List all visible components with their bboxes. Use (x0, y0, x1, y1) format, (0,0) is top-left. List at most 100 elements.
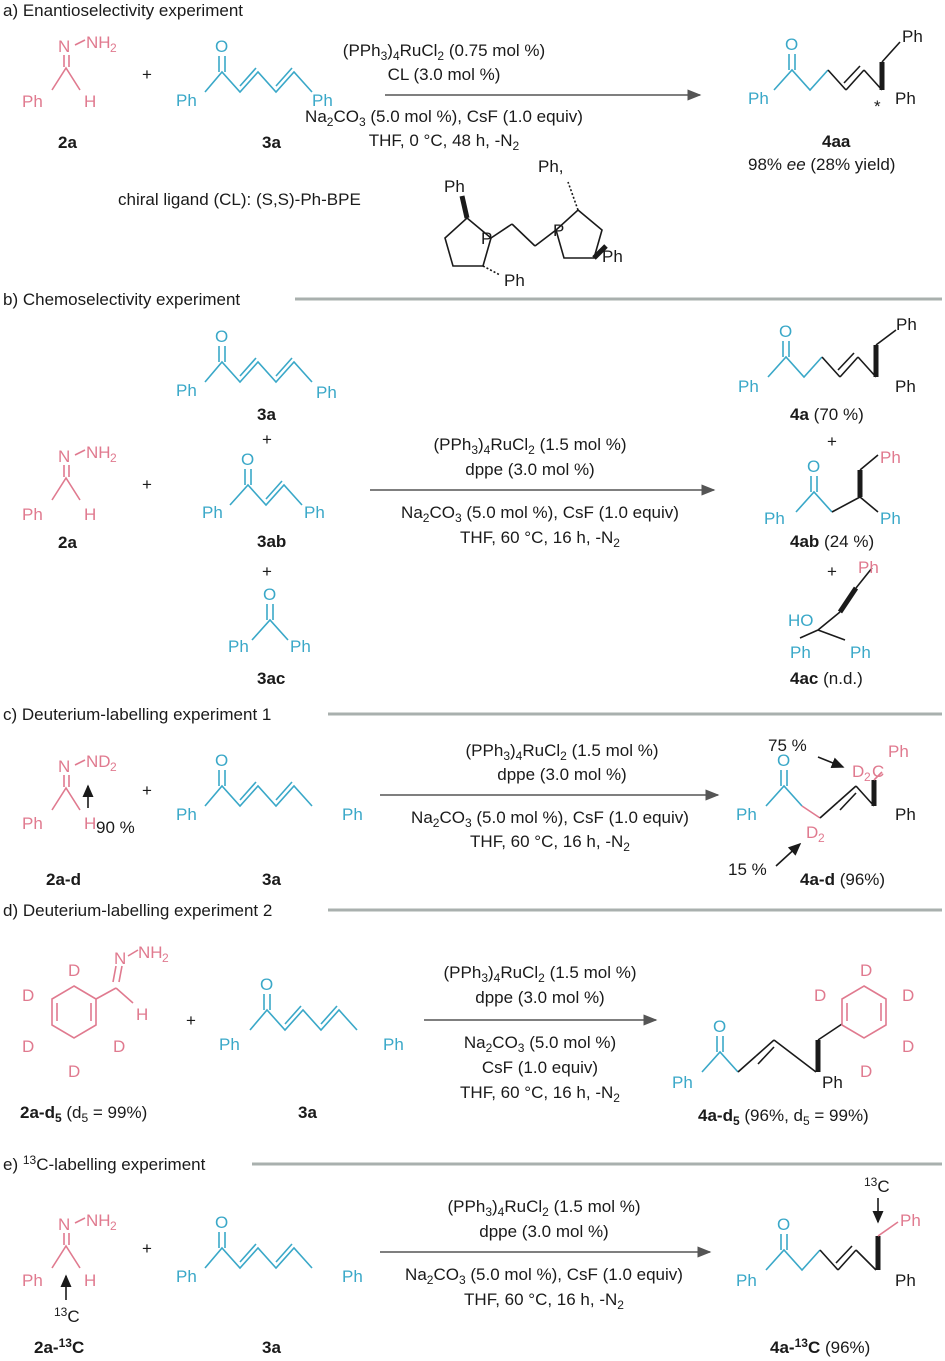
svg-text:D: D (814, 986, 826, 1005)
svg-text:N: N (114, 949, 126, 968)
product-4ab-structure: O Ph Ph Ph (764, 448, 901, 528)
label-4a-b: 4a (790, 405, 809, 424)
svg-text:+: + (142, 65, 152, 84)
svg-text:Ph: Ph (822, 1073, 843, 1092)
svg-text:O: O (263, 585, 276, 604)
svg-text:O: O (215, 327, 228, 346)
svg-text:O: O (779, 322, 792, 341)
svg-text:Ph: Ph (895, 1271, 916, 1290)
svg-text:+: + (142, 1239, 152, 1258)
dienone-3a-c-structure: O Ph Ph (176, 751, 363, 824)
cond-a-2: CL (3.0 mol %) (388, 65, 501, 84)
dienone-3a-b-structure: O Ph Ph (176, 327, 337, 402)
svg-text:H: H (84, 814, 96, 833)
svg-text:Ph: Ph (176, 91, 197, 110)
label-2a-13c: 2a-13C (34, 1336, 84, 1357)
cond-c-1: (PPh3)4RuCl2 (1.5 mol %) (466, 741, 659, 763)
svg-text:Ph: Ph (850, 643, 871, 662)
svg-text:Ph: Ph (304, 503, 325, 522)
svg-text:Ph: Ph (176, 381, 197, 400)
svg-text:+: + (262, 430, 272, 449)
svg-text:*: * (874, 97, 881, 116)
svg-text:O: O (713, 1017, 726, 1036)
svg-text:O: O (241, 450, 254, 469)
label-4ac: 4ac (790, 669, 818, 688)
cond-a-3: Na2CO3 (5.0 mol %), CsF (1.0 equiv) (305, 107, 583, 129)
panel-a-title: a) Enantioselectivity experiment (3, 1, 243, 20)
svg-text:HO: HO (788, 611, 814, 630)
cond-c-2: dppe (3.0 mol %) (497, 765, 626, 784)
svg-text:Ph: Ph (444, 177, 465, 196)
svg-text:2: 2 (864, 770, 871, 784)
result-4aa: 98% ee (28% yield) (748, 155, 895, 174)
label-4aa: 4aa (822, 132, 851, 151)
cond-a-4: THF, 0 °C, 48 h, -N2 (369, 131, 520, 153)
svg-text:D: D (902, 986, 914, 1005)
product-4a-13c-structure: O Ph Ph Ph (736, 1211, 921, 1290)
svg-text:Ph: Ph (880, 509, 901, 528)
svg-text:Ph: Ph (764, 509, 785, 528)
svg-text:O: O (260, 975, 273, 994)
svg-text:Ph: Ph (202, 503, 223, 522)
label-3ab: 3ab (257, 532, 286, 551)
cond-e-1: (PPh3)4RuCl2 (1.5 mol %) (448, 1197, 641, 1219)
ligand-structure: P P Ph Ph Ph, Ph (444, 157, 623, 290)
label-3a-a: 3a (262, 133, 281, 152)
svg-text:O: O (215, 1213, 228, 1232)
svg-text:+: + (142, 475, 152, 494)
yield-4a-b: (70 %) (814, 405, 864, 424)
label-2a-b: 2a (58, 533, 77, 552)
svg-text:Ph: Ph (342, 1267, 363, 1286)
product-4a-13c: 4a-13C (96%) (770, 1336, 870, 1357)
svg-text:N: N (58, 757, 70, 776)
svg-text:D: D (22, 986, 34, 1005)
d-inc-alpha: 15 % (728, 860, 767, 879)
svg-text:H: H (84, 505, 96, 524)
cond-d-5: THF, 60 °C, 16 h, -N2 (460, 1083, 620, 1105)
label-4a-d: 4a-d (800, 870, 835, 889)
svg-text:O: O (777, 1215, 790, 1234)
panel-d: d) Deuterium-labelling experiment 2 N NH… (3, 901, 942, 1128)
svg-text:Ph: Ph (383, 1035, 404, 1054)
svg-text:H: H (84, 92, 96, 111)
product-4a-d5-structure: O Ph Ph D D D D D (672, 961, 914, 1092)
dienone-3a-d-structure: O Ph Ph (219, 975, 404, 1054)
svg-text:Ph: Ph (736, 805, 757, 824)
svg-text:Ph: Ph (672, 1073, 693, 1092)
svg-text:13C: 13C (54, 1305, 80, 1326)
product-4ab: 4ab (24 %) (790, 532, 874, 551)
panel-c: c) Deuterium-labelling experiment 1 N ND… (3, 705, 942, 889)
svg-text:Ph: Ph (176, 1267, 197, 1286)
cond-d-4: CsF (1.0 equiv) (482, 1058, 598, 1077)
dienone-3a-structure: O Ph Ph (176, 37, 333, 110)
panel-e-prefix: e) (3, 1155, 18, 1174)
cond-d-1: (PPh3)4RuCl2 (1.5 mol %) (444, 963, 637, 985)
svg-text:Ph,: Ph, (538, 157, 564, 176)
yield-4a-d: (96%) (840, 870, 885, 889)
svg-text:Ph: Ph (900, 1211, 921, 1230)
svg-text:2: 2 (110, 41, 117, 55)
svg-text:Ph: Ph (219, 1035, 240, 1054)
svg-text:Ph: Ph (748, 89, 769, 108)
cond-d-3: Na2CO3 (5.0 mol %) (464, 1033, 616, 1055)
svg-text:2: 2 (110, 1219, 117, 1233)
dienone-3a-e-structure: O Ph Ph (176, 1213, 363, 1286)
cond-a-1: (PPh3)4RuCl2 (0.75 mol %) (343, 41, 545, 63)
svg-text:D: D (860, 1062, 872, 1081)
cond-e-3: Na2CO3 (5.0 mol %), CsF (1.0 equiv) (405, 1265, 683, 1287)
svg-text:+: + (827, 562, 837, 581)
svg-text:O: O (785, 35, 798, 54)
svg-text:Ph: Ph (790, 643, 811, 662)
svg-text:O: O (777, 751, 790, 770)
cond-b-4: THF, 60 °C, 16 h, -N2 (460, 528, 620, 550)
svg-text:Ph: Ph (602, 247, 623, 266)
panel-b-title: b) Chemoselectivity experiment (3, 290, 240, 309)
svg-text:D: D (68, 1062, 80, 1081)
label-3a-b: 3a (257, 405, 276, 424)
